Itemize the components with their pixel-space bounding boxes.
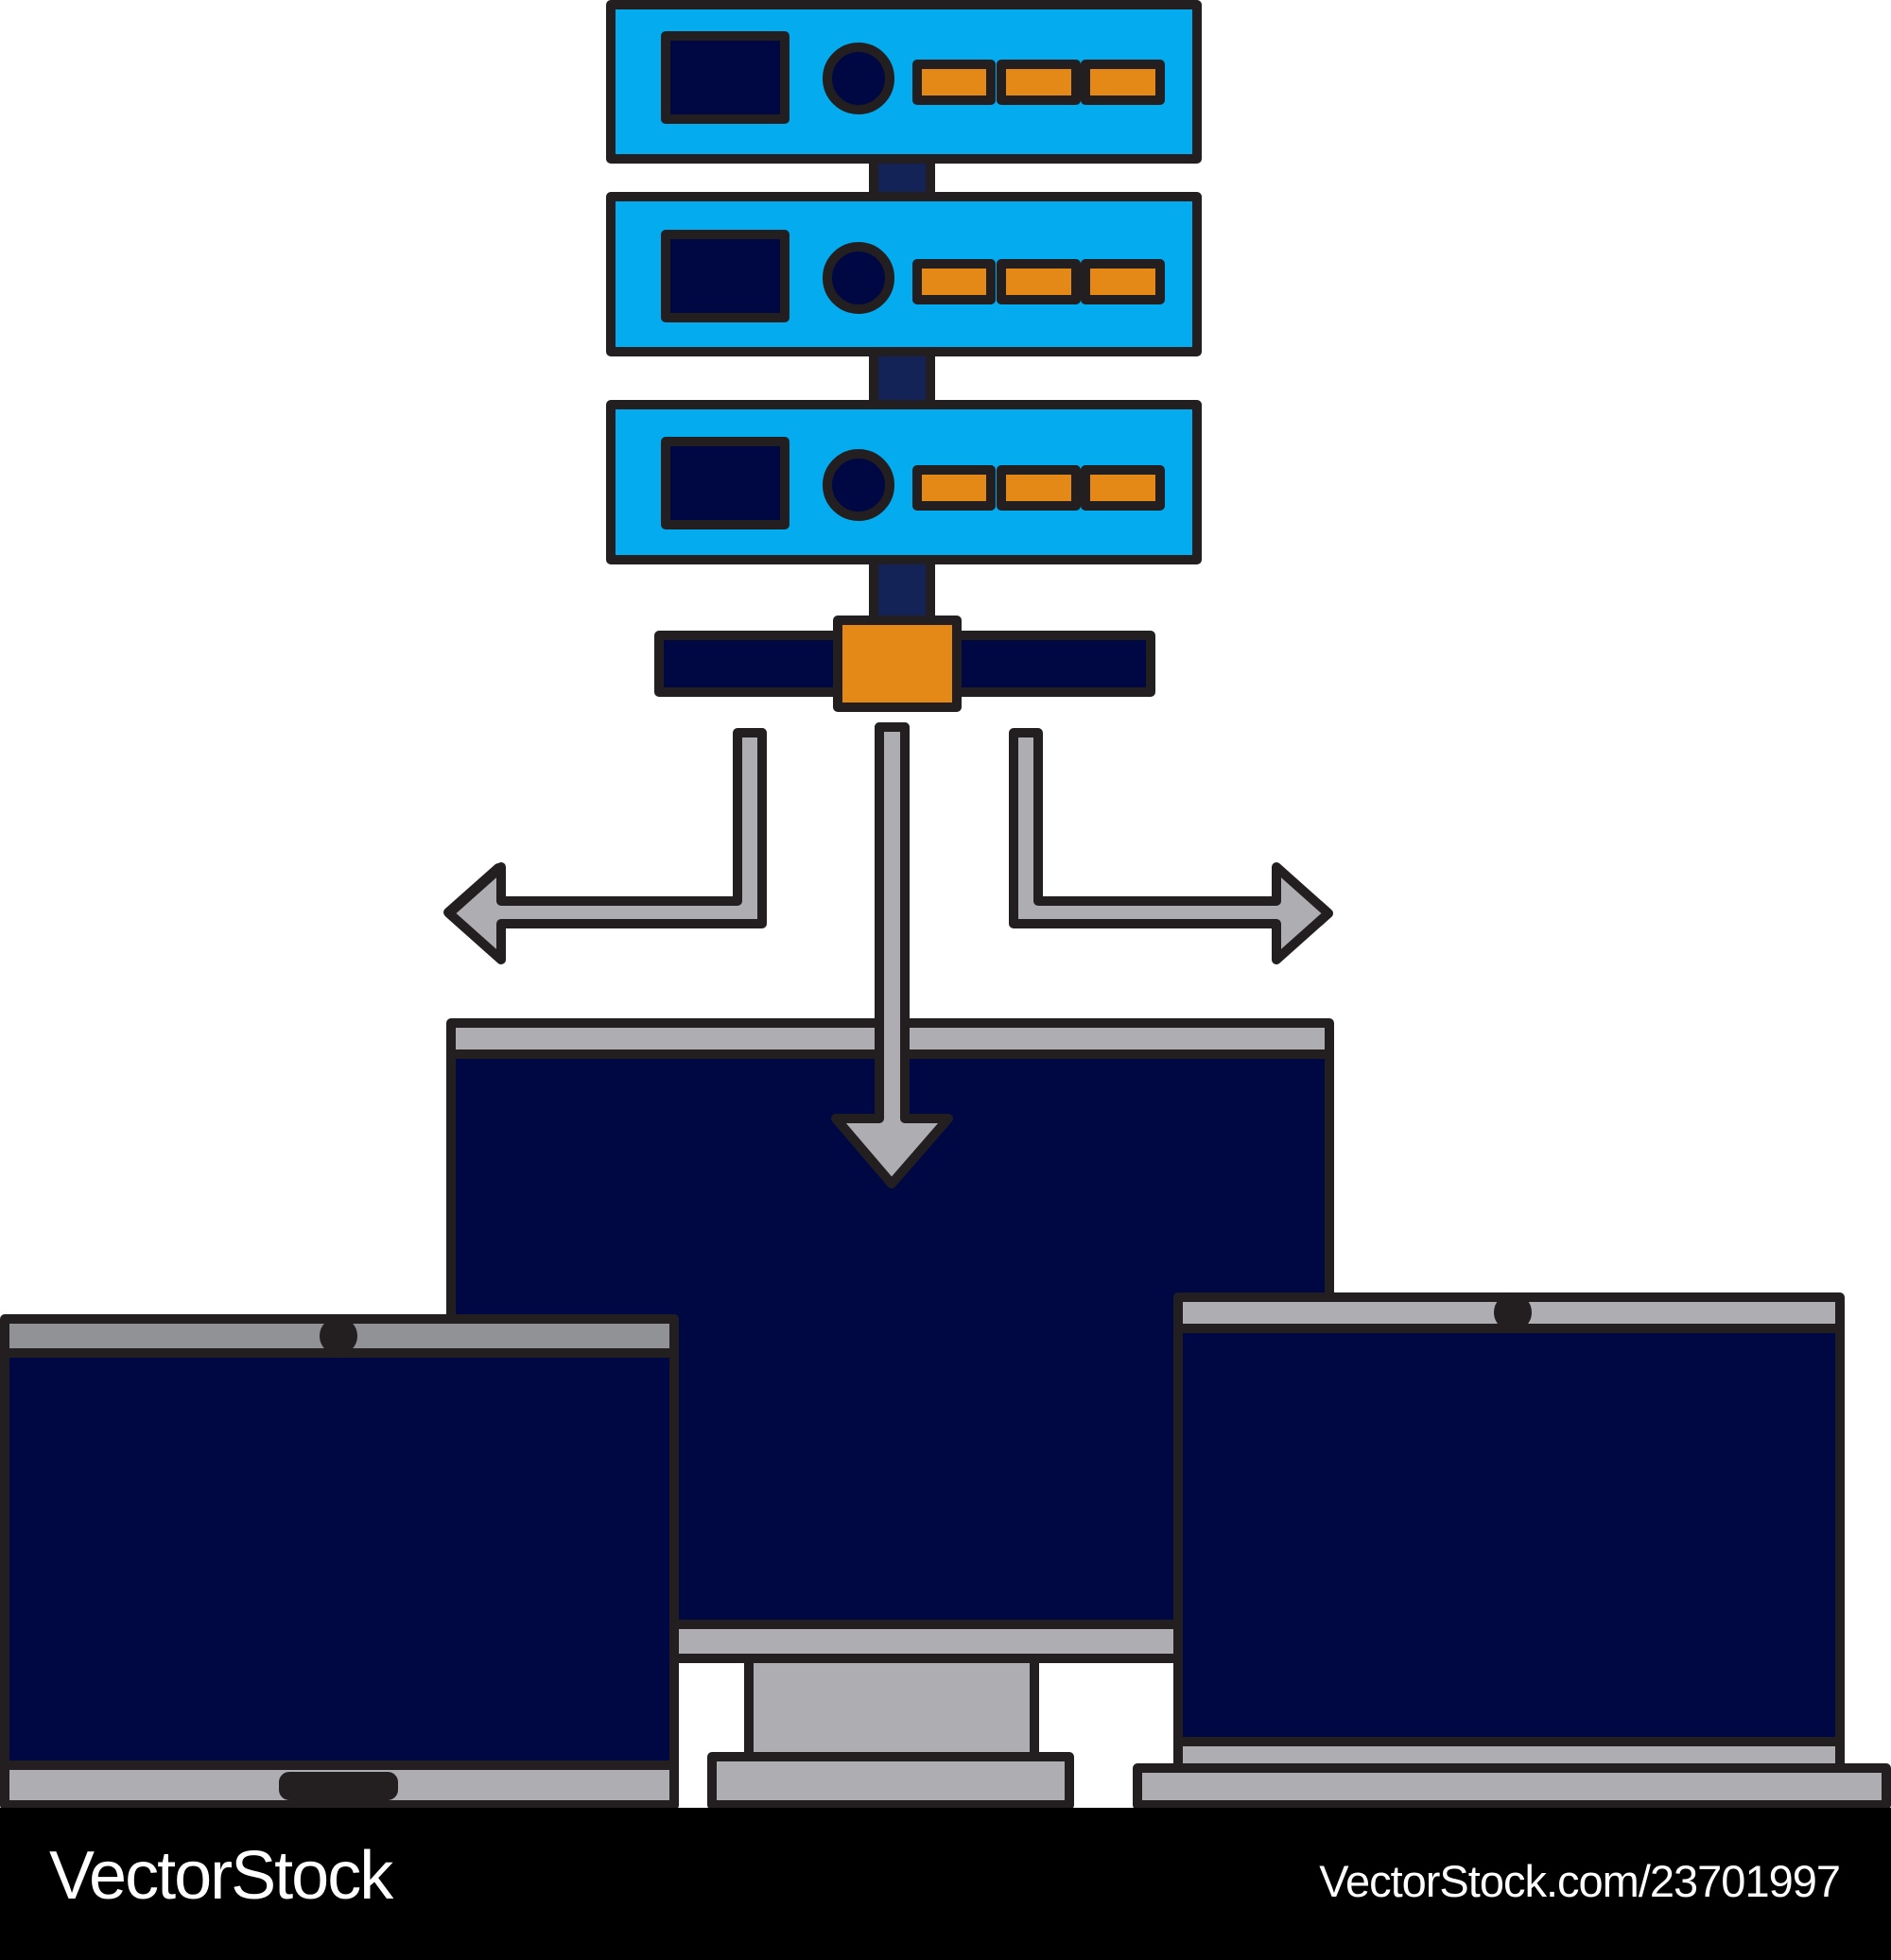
- server-display: [661, 230, 789, 322]
- laptop-right-screen: [1173, 1324, 1845, 1746]
- server-led: [1081, 465, 1165, 511]
- network-illustration: [0, 0, 1891, 1808]
- laptop-left-trackpad: [279, 1772, 398, 1800]
- watermark-footer: VectorStock VectorStock.com/23701997: [0, 1808, 1891, 1960]
- brand-logo: VectorStock: [49, 1838, 393, 1914]
- server-led: [997, 465, 1081, 511]
- arrow-left-icon-body: [444, 728, 767, 964]
- server-display: [661, 437, 789, 529]
- server-display: [661, 31, 789, 124]
- server-led: [912, 465, 996, 511]
- server-unit-2: [606, 192, 1202, 356]
- laptop-left-icon: [0, 1314, 679, 1808]
- server-led: [997, 259, 1081, 304]
- arrow-right-icon: [1009, 728, 1333, 964]
- server-led: [1081, 259, 1165, 304]
- laptop-right-camera-icon: [1494, 1293, 1532, 1331]
- arrow-down-icon-overlay: [831, 722, 953, 1188]
- laptop-right-base: [1133, 1763, 1891, 1808]
- laptop-left-screen: [0, 1348, 679, 1770]
- reference-url: VectorStock.com/23701997: [1319, 1856, 1841, 1906]
- server-led: [912, 60, 996, 105]
- server-led: [1081, 60, 1165, 105]
- server-power-icon: [823, 43, 894, 114]
- laptop-left-camera-icon: [320, 1317, 357, 1355]
- network-hub-icon: [654, 616, 1155, 712]
- server-led: [997, 60, 1081, 105]
- server-led: [912, 259, 996, 304]
- monitor-stand-base: [707, 1752, 1074, 1808]
- server-unit-3: [606, 400, 1202, 564]
- server-power-icon: [823, 449, 894, 521]
- server-connector: [869, 347, 935, 411]
- laptop-right-icon: [1133, 1292, 1891, 1808]
- monitor-stand-neck: [744, 1652, 1039, 1761]
- server-unit-1: [606, 0, 1202, 164]
- server-power-icon: [823, 242, 894, 314]
